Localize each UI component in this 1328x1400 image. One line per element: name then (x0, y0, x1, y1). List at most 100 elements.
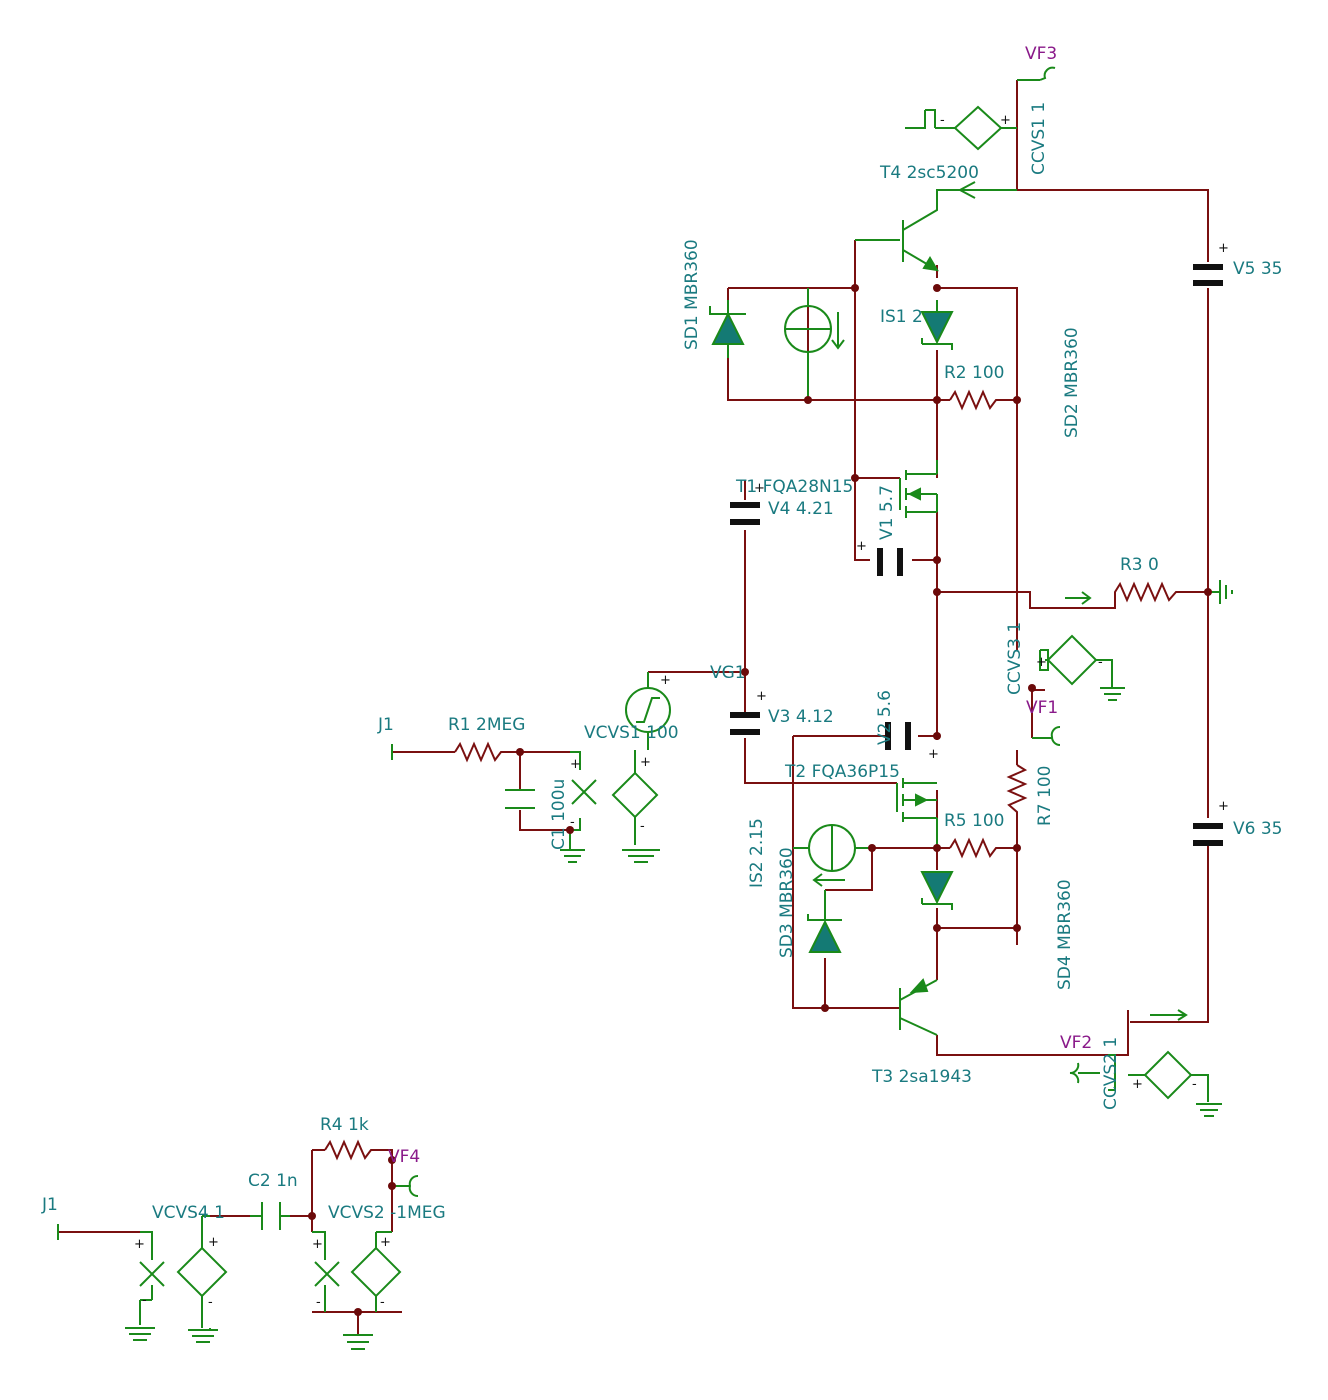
c1-capacitor[interactable] (505, 789, 535, 809)
is2-current-source[interactable] (793, 824, 872, 887)
x-element-bottom-mid[interactable]: + - (312, 1231, 340, 1312)
v2-battery[interactable]: + (885, 722, 939, 762)
vcvs4-source[interactable]: + - (176, 1215, 228, 1343)
r2-resistor[interactable] (949, 389, 1000, 411)
label-v3: V3 4.12 (768, 707, 834, 727)
svg-text:+: + (754, 481, 765, 496)
label-v2: V2 5.6 (875, 690, 895, 745)
label-r5: R5 100 (944, 811, 1004, 831)
svg-text:+: + (928, 747, 939, 762)
svg-text:-: - (1098, 655, 1103, 670)
r1-resistor[interactable] (454, 741, 505, 763)
sd2-diode[interactable] (920, 300, 954, 350)
label-ccvs2: CCVS2 1 (1101, 1037, 1121, 1110)
vcvs2-source[interactable]: + - (350, 1231, 402, 1312)
ccvs3-source[interactable]: + - (1036, 634, 1125, 701)
label-r4: R4 1k (320, 1115, 369, 1135)
label-r1: R1 2MEG (448, 715, 525, 735)
svg-text:+: + (660, 673, 671, 688)
v5-battery[interactable]: + (1193, 241, 1229, 286)
svg-text:-: - (380, 1295, 385, 1310)
label-vcvs1: VCVS1 100 (584, 723, 679, 743)
label-vf4: VF4 (388, 1147, 420, 1167)
label-j1-top: J1 (377, 715, 394, 735)
svg-text:+: + (312, 1237, 323, 1252)
ground-symbol-bottom (343, 1334, 373, 1350)
label-v5: V5 35 (1233, 259, 1282, 279)
svg-text:+: + (756, 689, 767, 704)
label-v4: V4 4.21 (768, 499, 834, 519)
label-v1: V1 5.7 (877, 485, 897, 540)
label-j1-bottom: J1 (41, 1195, 58, 1215)
label-v6: V6 35 (1233, 819, 1282, 839)
vg1-generator[interactable]: + (625, 672, 671, 750)
svg-text:-: - (208, 1295, 213, 1310)
label-vf1: VF1 (1026, 698, 1058, 718)
t2-mosfet[interactable] (896, 778, 938, 848)
label-vcvs2: VCVS2 -1MEG (328, 1203, 446, 1223)
r7-resistor[interactable] (1006, 764, 1028, 815)
t4-transistor[interactable] (855, 181, 1017, 272)
label-r2: R2 100 (944, 363, 1004, 383)
svg-text:-: - (570, 815, 575, 830)
svg-text:+: + (1132, 1077, 1143, 1092)
label-sd3: SD3 MBR360 (777, 847, 797, 958)
label-t2: T2 FQA36P15 (784, 762, 900, 782)
wires (58, 80, 1210, 1335)
sd1-diode[interactable] (709, 300, 746, 358)
sd3-diode[interactable] (807, 890, 842, 953)
label-r3: R3 0 (1120, 555, 1159, 575)
label-vf3: VF3 (1025, 44, 1057, 64)
is1-current-source[interactable] (784, 288, 845, 400)
label-t4: T4 2sc5200 (879, 163, 979, 183)
t1-mosfet[interactable] (899, 460, 938, 518)
svg-text:-: - (1192, 1077, 1197, 1092)
svg-text:+: + (856, 539, 867, 554)
svg-text:-: - (142, 1293, 147, 1308)
label-sd2: SD2 MBR360 (1062, 327, 1082, 438)
label-is2: IS2 2.15 (747, 818, 767, 888)
label-vf2: VF2 (1060, 1033, 1092, 1053)
v6-battery[interactable]: + (1193, 799, 1229, 846)
label-r7: R7 100 (1035, 766, 1055, 826)
vf1-probe[interactable] (1032, 726, 1061, 746)
label-vg1: VG1 (710, 663, 746, 683)
label-c1: C1 100u (549, 779, 569, 850)
sd4-diode[interactable] (920, 871, 954, 910)
v3-battery[interactable]: + (730, 689, 767, 735)
svg-text:-: - (316, 1295, 321, 1310)
svg-text:+: + (134, 1237, 145, 1252)
x-element-bottom-left[interactable]: + - (125, 1231, 165, 1341)
svg-text:+: + (380, 1235, 391, 1250)
label-vcvs4: VCVS4 1 (152, 1203, 225, 1223)
vf2-probe[interactable] (1069, 1062, 1100, 1084)
vcvs1-source[interactable]: + - (611, 750, 660, 863)
r5-resistor[interactable] (949, 837, 1000, 859)
svg-text:+: + (640, 755, 651, 770)
ccvs1-source[interactable]: - + (905, 105, 1017, 151)
r4-resistor[interactable] (324, 1139, 375, 1161)
svg-text:+: + (1218, 799, 1229, 814)
label-c2: C2 1n (248, 1171, 298, 1191)
label-sd4: SD4 MBR360 (1055, 879, 1075, 990)
component-labels: VF3 CCVS1 1 T4 2sc5200 V5 35 SD1 MBR360 … (41, 44, 1282, 1223)
ccvs2-source[interactable]: + - (1108, 1009, 1222, 1117)
r3-resistor[interactable] (1065, 581, 1180, 609)
svg-text:-: - (640, 819, 645, 834)
label-t1: T1 FQA28N15 (735, 477, 853, 497)
svg-text:+: + (570, 757, 581, 772)
svg-text:-: - (940, 113, 945, 128)
label-sd1: SD1 MBR360 (682, 239, 702, 350)
t3-transistor[interactable] (899, 978, 938, 1036)
vf3-probe[interactable] (1017, 66, 1056, 81)
svg-text:+: + (208, 1235, 219, 1250)
label-ccvs3: CCVS3 1 (1005, 622, 1025, 695)
junction-dots (308, 284, 1212, 1316)
svg-text:+: + (1036, 655, 1047, 670)
c2-capacitor[interactable] (250, 1202, 290, 1230)
v1-battery[interactable]: + (856, 539, 903, 576)
svg-text:+: + (1218, 241, 1229, 256)
v4-battery[interactable]: + (730, 481, 765, 525)
label-ccvs1: CCVS1 1 (1029, 102, 1049, 175)
